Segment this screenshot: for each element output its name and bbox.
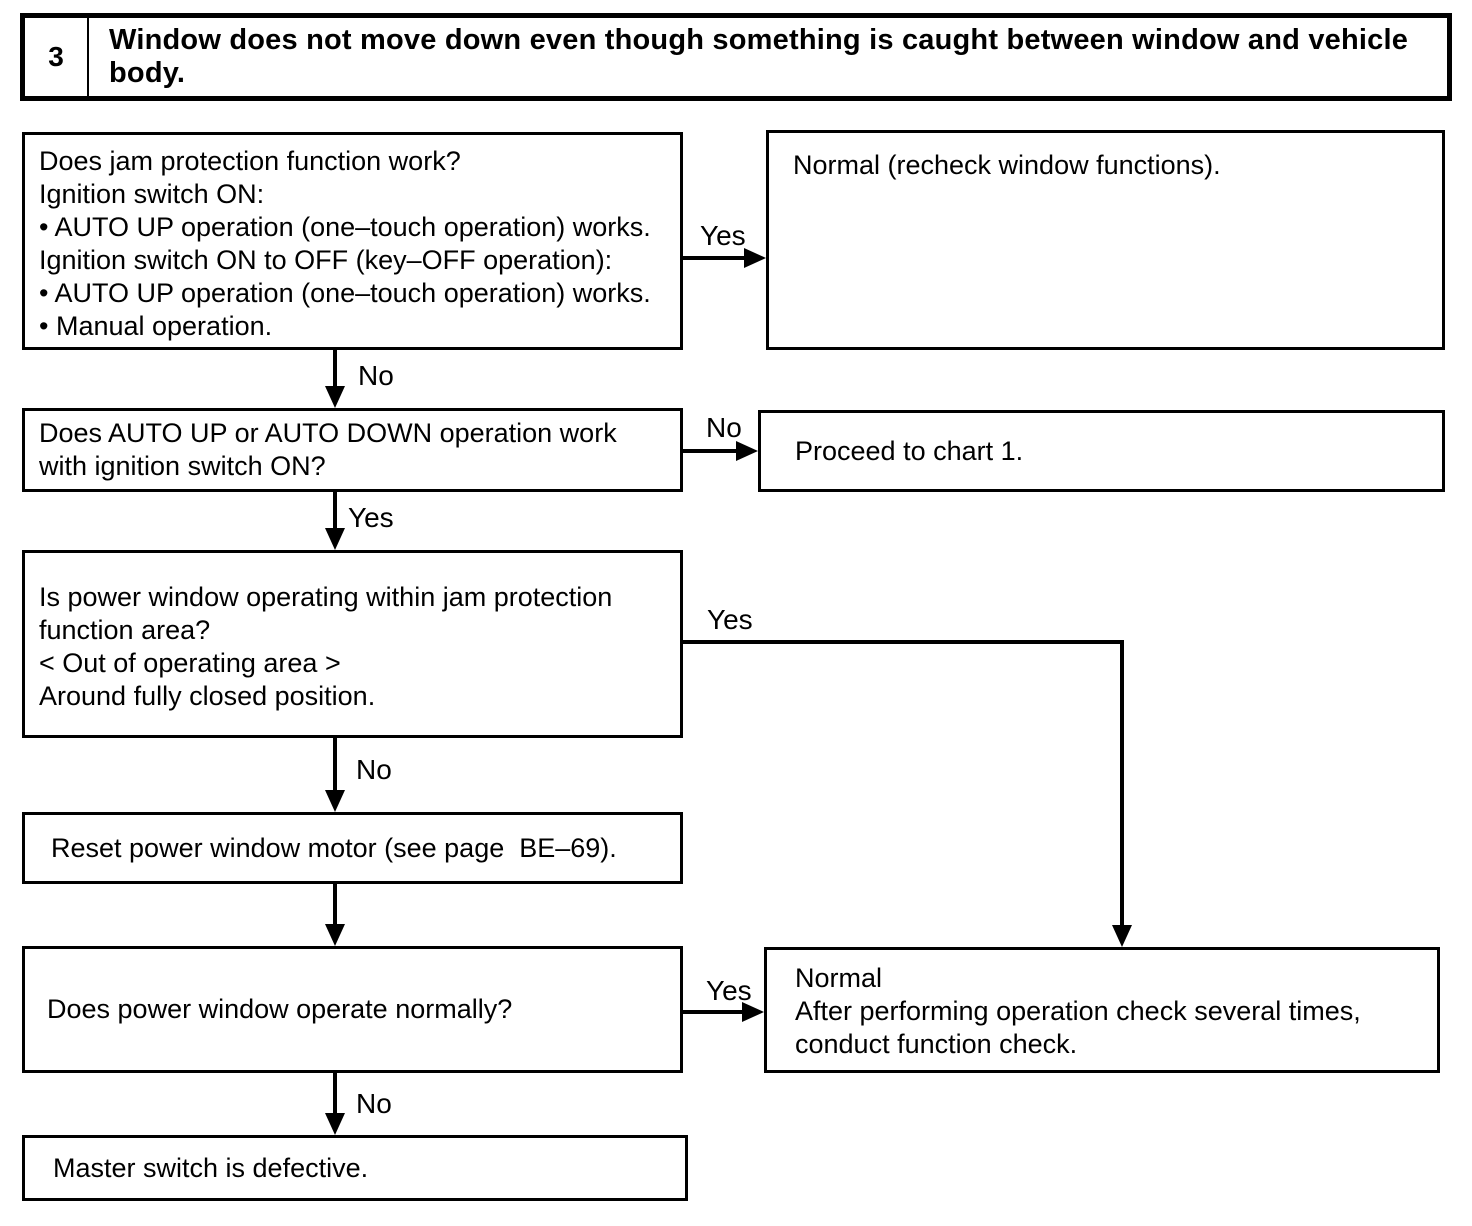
- node-normal-function-check: Normal After performing operation check …: [764, 947, 1440, 1073]
- node-operate-normally-check: Does power window operate normally?: [22, 946, 683, 1073]
- node-text: Normal (recheck window functions).: [793, 150, 1221, 180]
- node-master-switch-defective: Master switch is defective.: [22, 1135, 688, 1201]
- node-text-line: Normal: [795, 963, 883, 993]
- arrow-updown-no-line: [683, 449, 736, 453]
- node-normal-recheck: Normal (recheck window functions).: [766, 130, 1445, 350]
- node-text: Master switch is defective.: [53, 1152, 369, 1183]
- arrow-updown-no-head: [736, 441, 758, 461]
- node-text-line: Ignition switch ON:: [39, 179, 265, 209]
- node-text: Reset power window motor (see page BE–69…: [51, 832, 617, 863]
- node-text-line: Ignition switch ON to OFF (key–OFF opera…: [39, 245, 613, 275]
- arrow-reset-line: [333, 884, 337, 926]
- arrow-operate-no-head: [325, 1113, 345, 1135]
- node-text-line: conduct function check.: [795, 1029, 1078, 1059]
- node-proceed-chart1: Proceed to chart 1.: [758, 410, 1445, 492]
- chart-title: Window does not move down even though so…: [109, 24, 1409, 89]
- arrow-updown-yes-line: [333, 492, 337, 530]
- arrow-jam-no-line: [333, 350, 337, 388]
- arrow-operate-no-line: [333, 1073, 337, 1115]
- arrow-jam-no-head: [325, 386, 345, 408]
- arrow-area-yes-vline: [1120, 640, 1124, 925]
- edge-label-operate-no: No: [356, 1088, 392, 1119]
- node-text-line: Around fully closed position.: [39, 681, 376, 711]
- arrow-operate-yes-line: [683, 1010, 742, 1014]
- node-text-line: < Out of operating area >: [39, 648, 341, 678]
- arrow-operate-yes-head: [742, 1002, 764, 1022]
- arrow-jam-yes-head: [744, 248, 766, 268]
- chart-number: 3: [25, 18, 89, 96]
- edge-label-jam-no: No: [358, 360, 394, 391]
- node-jam-protection-check: Does jam protection function work? Ignit…: [22, 132, 683, 350]
- node-text-line: • Manual operation.: [39, 311, 273, 341]
- arrow-area-no-line: [333, 738, 337, 790]
- arrow-reset-head: [325, 924, 345, 946]
- node-jam-area-check: Is power window operating within jam pro…: [22, 550, 683, 738]
- node-text-line: function area?: [39, 615, 211, 645]
- edge-label-operate-yes: Yes: [706, 975, 752, 1006]
- arrow-area-no-head: [325, 790, 345, 812]
- node-text-line: • AUTO UP operation (one–touch operation…: [39, 278, 651, 308]
- edge-label-jam-yes: Yes: [700, 220, 746, 251]
- edge-label-area-no: No: [356, 754, 392, 785]
- arrow-area-yes-head: [1112, 925, 1132, 947]
- node-reset-motor: Reset power window motor (see page BE–69…: [22, 812, 683, 884]
- arrow-updown-yes-head: [325, 528, 345, 550]
- edge-label-area-yes: Yes: [707, 604, 753, 635]
- node-text-line: • AUTO UP operation (one–touch operation…: [39, 212, 651, 242]
- edge-label-updown-no: No: [706, 412, 742, 443]
- node-auto-updown-check: Does AUTO UP or AUTO DOWN operation work…: [22, 408, 683, 492]
- arrow-area-yes-hline: [683, 640, 1124, 644]
- chart-header: 3 Window does not move down even though …: [20, 13, 1452, 101]
- node-text: Does AUTO UP or AUTO DOWN operation work…: [39, 418, 625, 481]
- node-text: Proceed to chart 1.: [795, 435, 1024, 466]
- edge-label-updown-yes: Yes: [348, 502, 394, 533]
- node-text-line: After performing operation check several…: [795, 996, 1361, 1026]
- node-text-line: Does jam protection function work?: [39, 146, 461, 176]
- arrow-jam-yes-line: [683, 256, 744, 260]
- node-text-line: Is power window operating within jam pro…: [39, 582, 613, 612]
- node-text: Does power window operate normally?: [47, 994, 513, 1024]
